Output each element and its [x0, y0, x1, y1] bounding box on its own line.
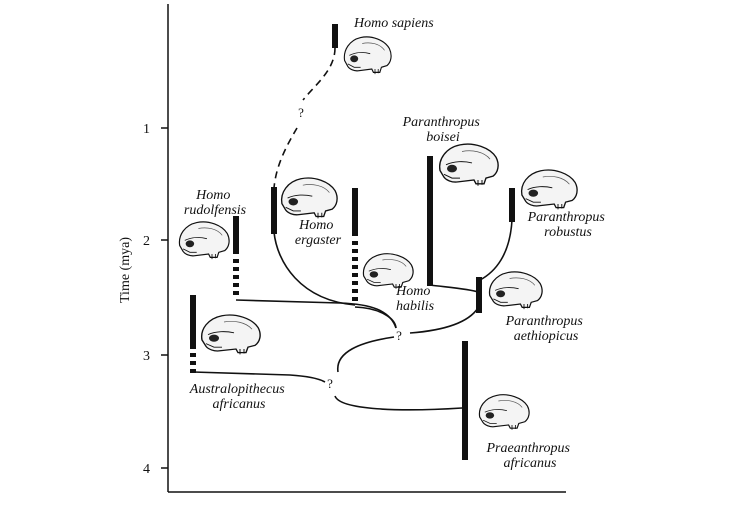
- tick-label-1: 1: [143, 122, 150, 137]
- label-praeanthropus-africanus: Praeanthropus africanus: [486, 441, 574, 471]
- label-homo-habilis: Homo habilis: [395, 284, 434, 314]
- branches: [192, 47, 513, 411]
- branch-ergaster-habilis: [273, 231, 356, 306]
- label-australopithecus-africanus: Australopithecus africanus: [189, 382, 288, 412]
- tick-label-3: 3: [143, 349, 150, 364]
- bar-homo-rudolfensis-solid: [233, 216, 239, 254]
- dash-rudolfensis-4: [233, 283, 239, 287]
- dash-habilis-2: [352, 249, 358, 253]
- label-paranthropus-boisei: Paranthropus boisei: [402, 115, 484, 145]
- hominin-skull-icon-paranthropus-robustus: [520, 169, 578, 211]
- bar-paranthropus-robustus: [509, 188, 515, 222]
- bar-homo-ergaster: [271, 187, 277, 234]
- branch-homo-node: [354, 306, 397, 329]
- branch-australopithecus: [192, 371, 326, 383]
- hominin-skull-icon-paranthropus-aethiopicus: [488, 271, 543, 310]
- hominin-skull-icon-praeanthropus: [478, 394, 530, 431]
- dash-habilis-4: [352, 265, 358, 269]
- dash-rudolfensis-5: [233, 291, 239, 295]
- dash-australopithecus-3: [190, 369, 196, 373]
- time-bars: [190, 24, 515, 460]
- axes: [161, 4, 566, 493]
- label-paranthropus-robustus: Paranthropus robustus: [527, 210, 609, 240]
- dash-habilis-3: [352, 257, 358, 261]
- uncertainty-mark-middle: ?: [396, 328, 402, 343]
- dashed-bar-segments: [190, 241, 358, 373]
- bar-homo-sapiens: [332, 24, 338, 48]
- dash-habilis-8: [352, 297, 358, 301]
- dash-australopithecus-1: [190, 353, 196, 357]
- branch-homo-root: [337, 336, 395, 373]
- dash-habilis-6: [352, 281, 358, 285]
- dash-habilis-1: [352, 241, 358, 245]
- branch-boisei: [429, 284, 479, 293]
- label-homo-rudolfensis: Homo rudolfensis: [184, 188, 247, 218]
- bar-australopithecus-solid: [190, 295, 196, 349]
- bar-homo-habilis-solid: [352, 188, 358, 236]
- dash-rudolfensis-2: [233, 267, 239, 271]
- branch-homo-sapiens-dashed: [273, 47, 336, 189]
- uncertainty-mark-lower: ?: [327, 376, 333, 391]
- hominin-skull-icon-homo-sapiens: [343, 36, 392, 75]
- label-homo-sapiens: Homo sapiens: [353, 16, 434, 31]
- dash-habilis-5: [352, 273, 358, 277]
- branch-rudolfensis-habilis: [235, 299, 397, 329]
- tick-label-4: 4: [143, 462, 150, 477]
- dash-rudolfensis-3: [233, 275, 239, 279]
- bar-paranthropus-aethiopicus: [476, 277, 482, 313]
- uncertainty-mark-upper: ?: [298, 105, 304, 120]
- label-homo-ergaster: Homo ergaster: [295, 218, 342, 248]
- branch-robustus: [479, 219, 513, 281]
- dash-australopithecus-2: [190, 361, 196, 365]
- tick-label-2: 2: [143, 234, 150, 249]
- hominin-skull-icon-paranthropus-boisei: [438, 143, 499, 187]
- bar-paranthropus-boisei: [427, 156, 433, 286]
- label-paranthropus-aethiopicus: Paranthropus aethiopicus: [505, 314, 587, 344]
- dash-habilis-7: [352, 289, 358, 293]
- branch-to-aethiopicus: [409, 307, 479, 334]
- hominin-skull-icon-australopithecus: [200, 314, 261, 356]
- bar-praeanthropus: [462, 341, 468, 460]
- branch-root-lower: [334, 395, 463, 411]
- y-axis-label: Time (mya): [118, 237, 133, 303]
- dash-rudolfensis-1: [233, 259, 239, 263]
- hominin-skull-icon-homo-rudolfensis: [178, 221, 230, 260]
- hominin-skull-icon-homo-ergaster: [280, 177, 338, 219]
